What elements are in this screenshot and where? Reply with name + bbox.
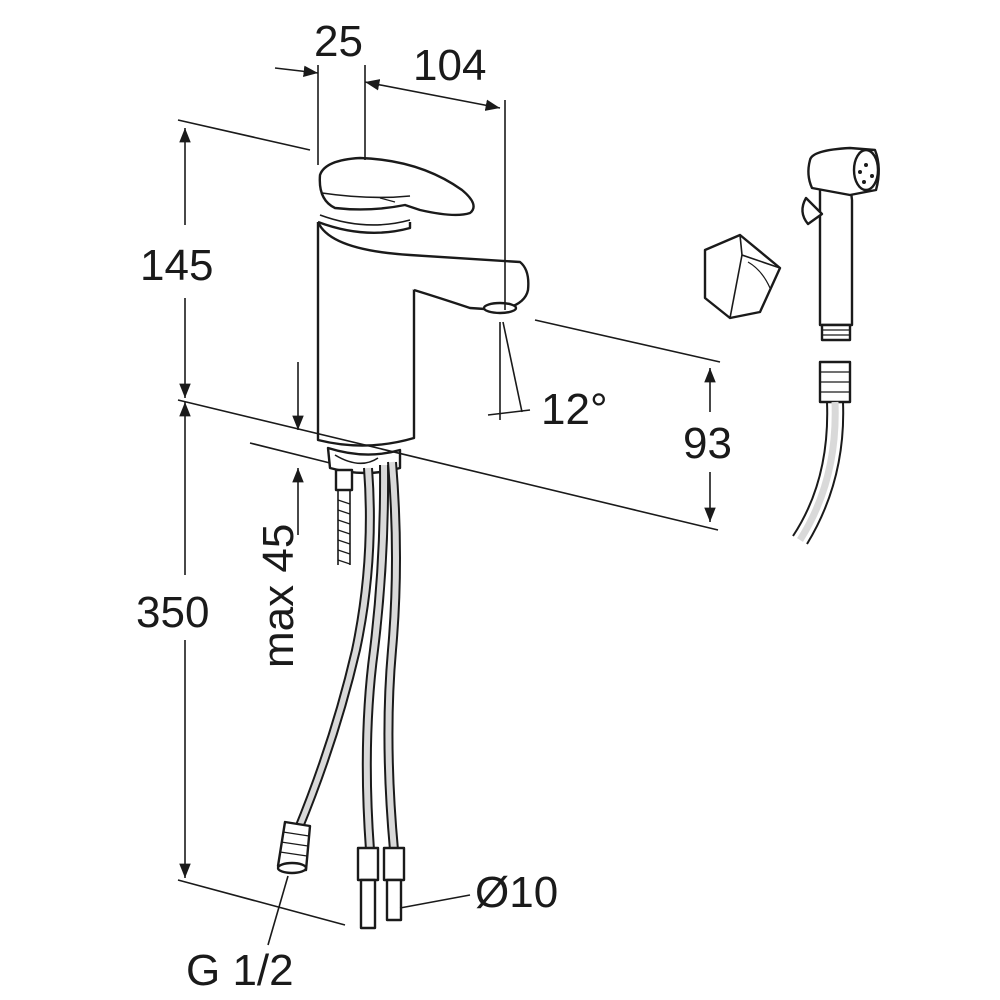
dimension-lines xyxy=(177,65,721,946)
dim-outlet-height: 93 xyxy=(683,419,732,468)
threaded-nut xyxy=(276,820,312,875)
dim-hose-length: 350 xyxy=(136,588,209,637)
dim-hose-diameter: Ø10 xyxy=(475,868,558,917)
pipe-ends xyxy=(356,846,406,930)
dim-handle-offset: 25 xyxy=(314,17,363,66)
mounting-fittings xyxy=(326,446,402,565)
dim-spout-reach: 104 xyxy=(413,41,486,90)
wall-holder xyxy=(703,233,782,320)
dim-height-above: 145 xyxy=(140,241,213,290)
dim-max-deck: max 45 xyxy=(254,524,303,668)
hand-shower xyxy=(801,146,880,342)
faucet-body xyxy=(316,214,530,447)
dim-connection-thread: G 1/2 xyxy=(186,946,294,995)
shower-hose xyxy=(792,360,852,545)
dim-spout-angle: 12° xyxy=(541,385,608,434)
lever-handle xyxy=(318,156,475,217)
supply-hoses xyxy=(293,461,401,851)
